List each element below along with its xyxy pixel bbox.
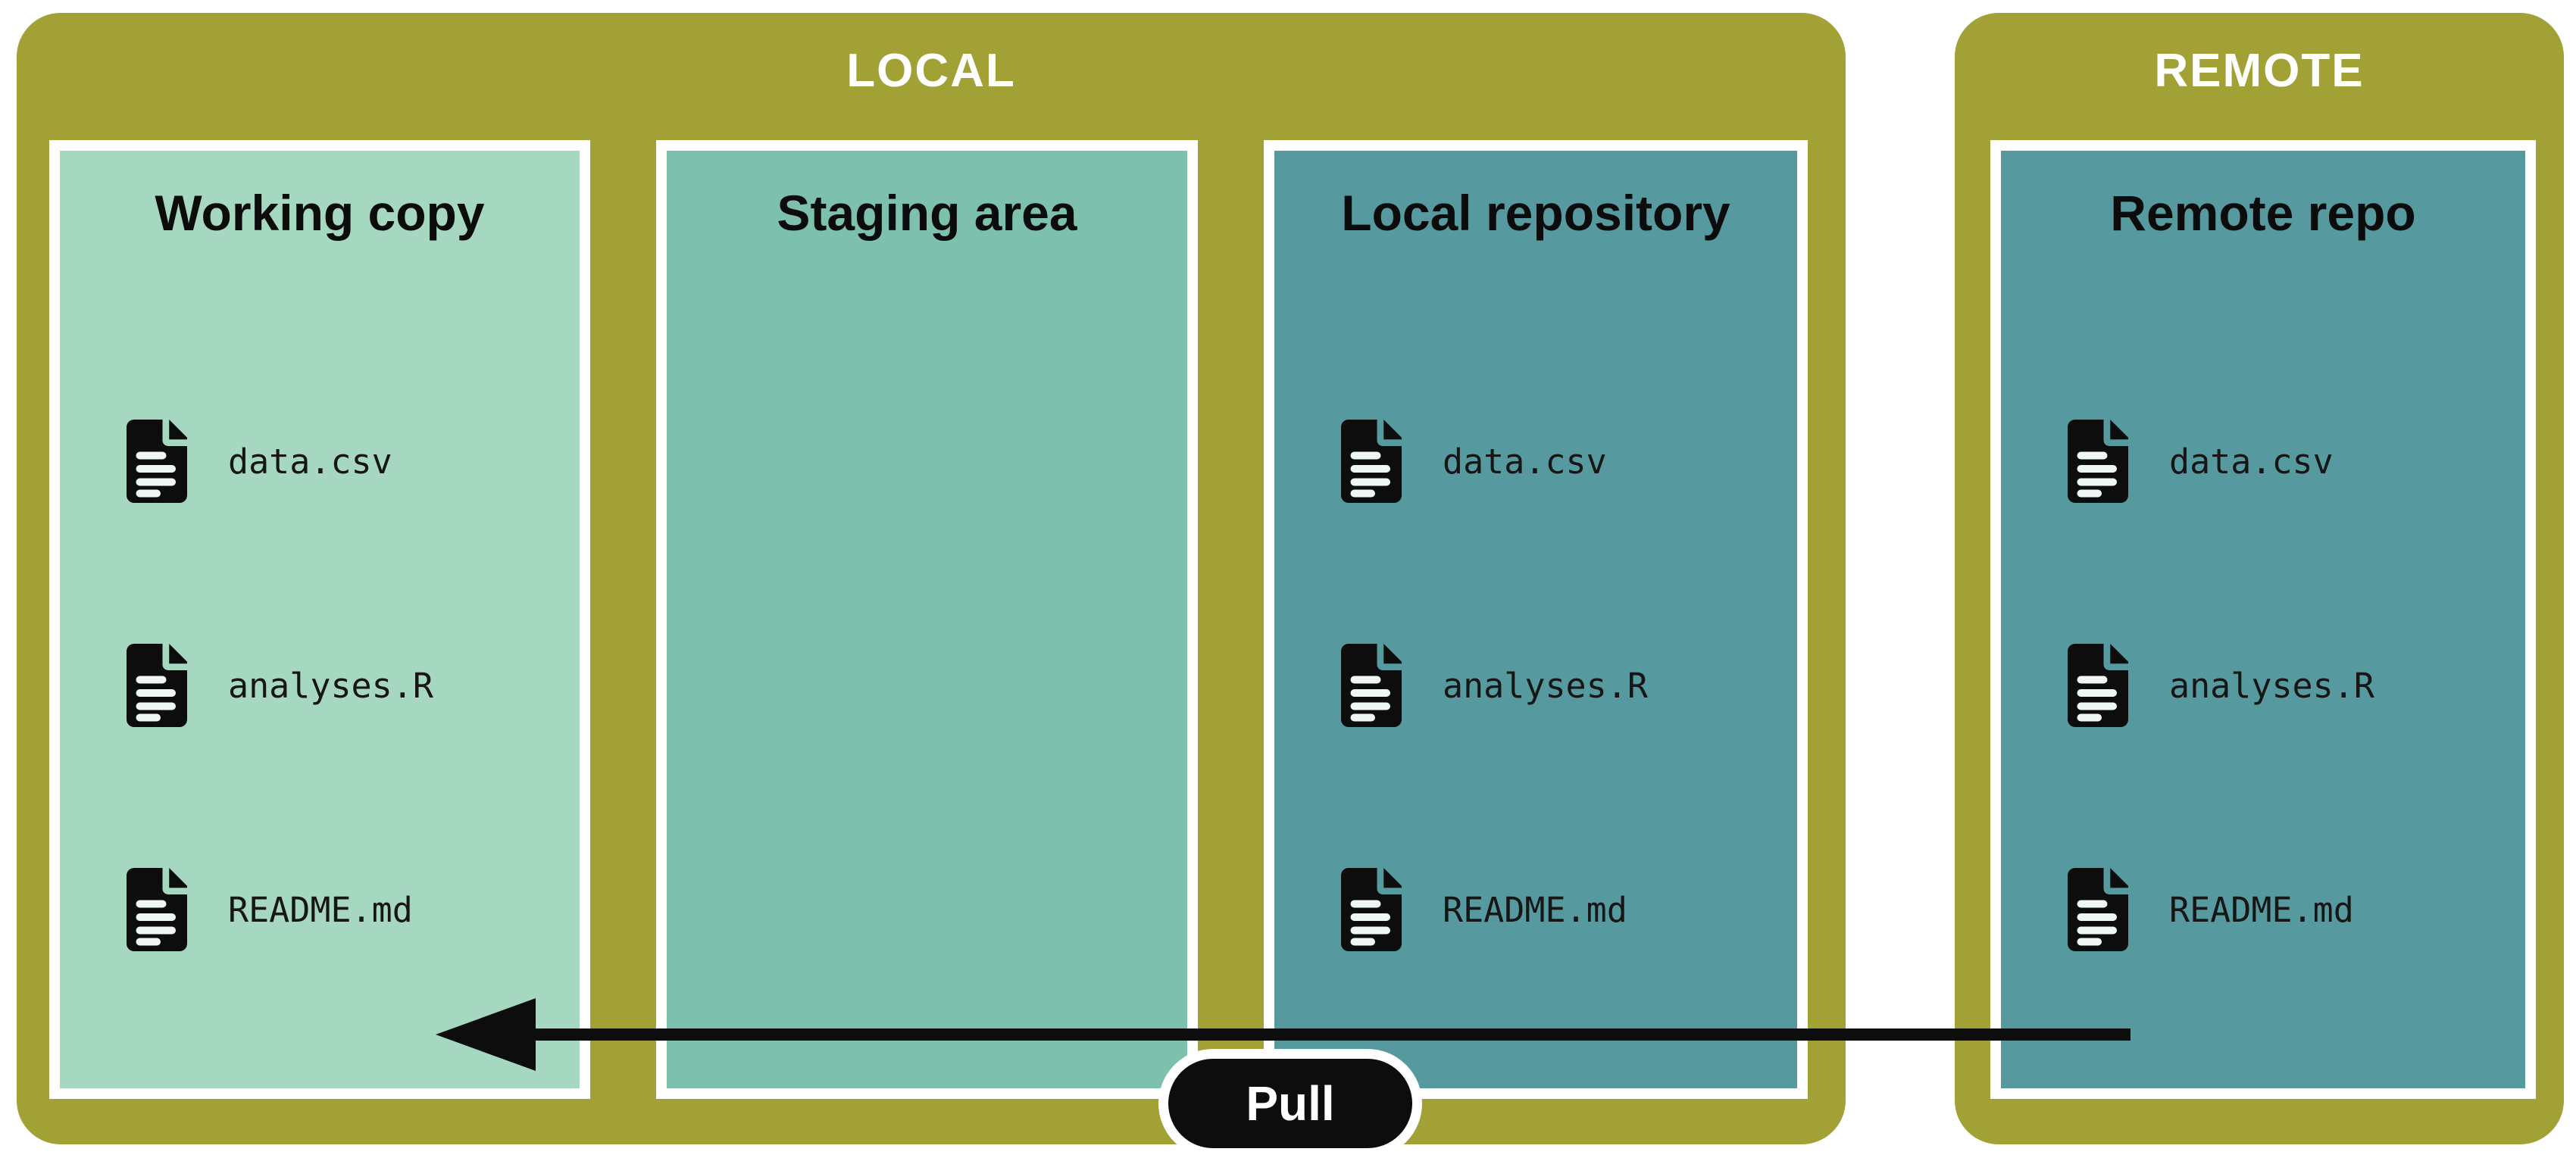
panel-working-copy: Working copy [49,140,590,1099]
remote-group-title: REMOTE [2154,45,2365,97]
staging-area-title: Staging area [777,185,1077,241]
panel-staging-area: Staging area [656,140,1198,1099]
file-name: analyses.R [228,665,433,706]
document-icon [114,864,192,955]
file-row: data.csv [114,416,557,507]
file-row: analyses.R [2055,640,2503,731]
pull-label: Pull [1158,1049,1422,1158]
document-icon [2055,864,2133,955]
document-icon [1329,640,1406,731]
file-row: analyses.R [114,640,557,731]
local-repository-title: Local repository [1341,185,1730,241]
local-group-title: LOCAL [846,45,1016,97]
document-icon [1329,864,1406,955]
file-row: data.csv [2055,416,2503,507]
remote-group: REMOTE Remote repo [1955,13,2564,1144]
file-name: data.csv [1443,441,1607,482]
file-name: analyses.R [1443,665,1648,706]
document-icon [1329,416,1406,507]
file-name: data.csv [228,441,392,482]
file-name: README.md [1443,889,1627,930]
document-icon [114,640,192,731]
pull-arrow-line [530,1028,2131,1041]
remote-repo-file-list: data.csv [2055,416,2503,955]
local-group: LOCAL Working copy [17,13,1846,1144]
file-row: analyses.R [1329,640,1774,731]
file-name: data.csv [2169,441,2334,482]
file-row: data.csv [1329,416,1774,507]
working-copy-title: Working copy [155,185,485,241]
panel-remote-repo: Remote repo [1990,140,2536,1099]
local-repository-file-list: data.csv [1329,416,1774,955]
pull-arrow-head-icon [436,998,536,1071]
file-row: README.md [1329,864,1774,955]
file-name: analyses.R [2169,665,2374,706]
document-icon [2055,416,2133,507]
file-row: README.md [2055,864,2503,955]
document-icon [2055,640,2133,731]
document-icon [114,416,192,507]
file-row: README.md [114,864,557,955]
file-name: README.md [2169,889,2354,930]
panel-local-repository: Local repository [1264,140,1808,1099]
working-copy-file-list: data.csv [114,416,557,955]
remote-repo-title: Remote repo [2110,185,2416,241]
file-name: README.md [228,889,413,930]
